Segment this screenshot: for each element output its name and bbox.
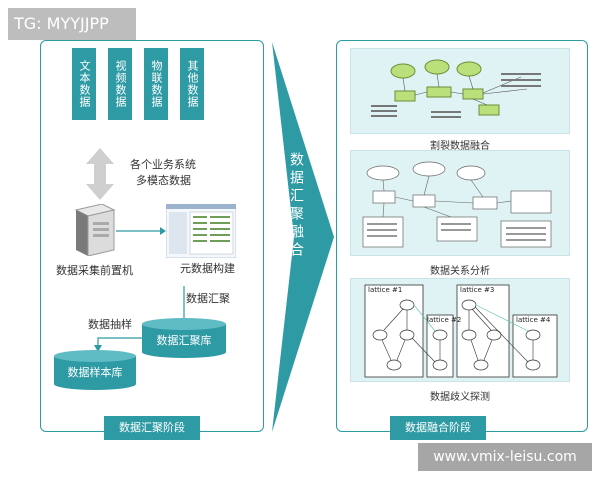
multimodal-label-1: 各个业务系统 — [130, 158, 196, 171]
multimodal-label-2: 多模态数据 — [136, 174, 191, 187]
lattice-3-label: lattice #3 — [460, 286, 495, 294]
watermark-site: www.vmix-leisu.com — [418, 443, 592, 471]
sample-db-label: 数据样本库 — [67, 366, 123, 379]
lattice-1-label: lattice #1 — [368, 286, 403, 294]
lattice-2-label: lattice #2 — [427, 316, 462, 324]
repository-label: 数据汇聚库 — [156, 334, 212, 347]
fusion-flow-arrow — [272, 42, 334, 432]
caption-split-data-fusion: 割裂数据融合 — [430, 141, 490, 152]
watermark-tag: TG: MYYJJPP — [8, 8, 136, 40]
collect-label: 数据汇聚 — [186, 292, 230, 305]
sample-label: 数据抽样 — [88, 318, 132, 331]
split-data-fusion-diagram — [350, 48, 570, 134]
fusion-arrow-label: 数据汇聚融合 — [288, 152, 304, 260]
sample-db-cylinder — [54, 350, 136, 390]
source-video-data: 视频数据 — [108, 48, 132, 120]
repository-to-sample-arrow — [94, 337, 146, 352]
caption-relation-analysis: 数据关系分析 — [430, 266, 490, 277]
server-icon — [74, 204, 116, 256]
server-label: 数据采集前置机 — [56, 264, 133, 277]
fusion-graph-thumbnail — [371, 59, 541, 118]
source-other-data: 其他数据 — [180, 48, 204, 120]
bidirectional-arrow-icon — [86, 148, 114, 200]
caption-ambiguity-detection: 数据歧义探测 — [430, 392, 490, 403]
metadata-screenshot — [166, 204, 236, 258]
source-iot-data: 物联数据 — [144, 48, 168, 120]
collection-stage-label: 数据汇聚阶段 — [104, 416, 200, 440]
lattice-4-label: lattice #4 — [516, 316, 551, 324]
repository-cylinder — [142, 318, 226, 358]
relation-graph-thumbnail — [362, 161, 552, 248]
data-relation-diagram — [350, 150, 570, 256]
metadata-label: 元数据构建 — [180, 262, 235, 275]
server-to-metadata-arrow — [116, 227, 166, 235]
fusion-stage-label: 数据融合阶段 — [390, 416, 486, 440]
source-text-data: 文本数据 — [72, 48, 96, 120]
lattice-graph-thumbnail — [364, 284, 558, 378]
ambiguity-lattice-diagram — [350, 278, 570, 382]
